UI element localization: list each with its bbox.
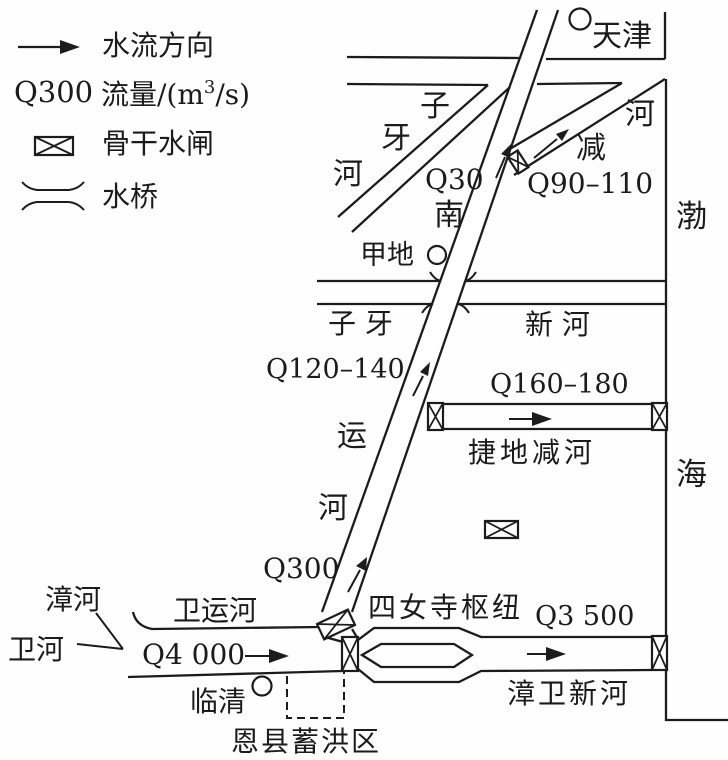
hai-river-and-coastline bbox=[346, 12, 728, 722]
flow-arrow-icon bbox=[495, 156, 506, 179]
sea-label-hai: 海 bbox=[676, 457, 707, 493]
flow-arrow-icon bbox=[556, 129, 569, 141]
nanyun-canal-channel bbox=[320, 9, 560, 613]
river-label-ziya-new-left: 子 牙 bbox=[328, 307, 393, 340]
aqueduct-bridge-icon bbox=[421, 271, 477, 314]
zhang-river-line bbox=[95, 612, 124, 650]
legend-flow-label: 水流方向 bbox=[102, 29, 214, 62]
river-label-weiyun: 卫运河 bbox=[173, 594, 257, 627]
sluice-gate-icon bbox=[340, 635, 360, 673]
jian-river-channel bbox=[505, 78, 666, 176]
city-marker-icon bbox=[251, 675, 273, 697]
flow-arrow-icon bbox=[412, 375, 424, 397]
jiedi-jian-river-channel bbox=[426, 401, 669, 432]
weiyun-canal-channel bbox=[76, 611, 343, 679]
flow-arrow-icon bbox=[420, 362, 430, 376]
river-label-ziya-3: 河 bbox=[333, 157, 363, 192]
sluice-gate-icon bbox=[483, 519, 520, 540]
river-label-nanyun-2: 运 bbox=[337, 419, 367, 454]
legend: 水流方向 Q300 流量/(m3/s) 骨干水闸 水桥 bbox=[14, 29, 250, 213]
sluice-gate-icon bbox=[650, 401, 669, 432]
flow-arrow-icon bbox=[356, 557, 367, 571]
place-label-jiadi: 甲地 bbox=[360, 240, 414, 271]
sluice-gate-icon bbox=[315, 608, 357, 641]
city-label-linqing: 临清 bbox=[190, 685, 246, 718]
wei-river-line bbox=[76, 643, 124, 650]
facility-label-sinvsi: 四女寺枢纽 bbox=[368, 591, 523, 624]
river-label-zhangwei-new: 漳卫新河 bbox=[507, 677, 631, 710]
legend-q-label: 流量/(m3/s) bbox=[101, 77, 250, 111]
sluice-gate-icon bbox=[505, 148, 531, 176]
river-label-wei: 卫河 bbox=[8, 633, 64, 666]
flow-label-q160-180: Q160–180 bbox=[490, 369, 629, 400]
nanyun-canal-body bbox=[322, 10, 558, 612]
flow-label-q90-110: Q90–110 bbox=[527, 167, 653, 200]
river-label-jian-1: 减 bbox=[576, 131, 606, 166]
river-label-nanyun-3: 河 bbox=[318, 491, 348, 526]
city-marker-icon bbox=[568, 7, 592, 31]
river-label-nanyun-1: 南 bbox=[434, 198, 464, 233]
river-label-ziya-1: 子 bbox=[420, 89, 450, 124]
enxian-flood-area-outline bbox=[286, 672, 345, 719]
sluice-gate-icon bbox=[33, 135, 75, 157]
flow-arrow-icon bbox=[533, 138, 558, 159]
water-bridge-icon bbox=[21, 181, 85, 211]
flow-arrow-icon bbox=[60, 40, 80, 54]
city-label-tianjin: 天津 bbox=[592, 19, 652, 54]
river-label-jiedi-jian: 捷地减河 bbox=[468, 436, 596, 469]
legend-gate-label: 骨干水闸 bbox=[102, 127, 214, 160]
city-marker-icon bbox=[426, 244, 448, 266]
river-label-jian-2: 河 bbox=[625, 97, 655, 132]
flow-arrow-icon bbox=[269, 649, 289, 663]
flow-arrow-icon bbox=[546, 647, 566, 661]
hub-island bbox=[359, 642, 475, 669]
facility-label-enxian: 恩县蓄洪区 bbox=[231, 725, 381, 758]
ziya-river-channel bbox=[337, 84, 511, 233]
legend-bridge-label: 水桥 bbox=[102, 180, 158, 213]
legend-q-symbol: Q300 bbox=[14, 75, 93, 109]
flow-arrow-icon bbox=[347, 569, 361, 593]
sea-label-bo: 渤 bbox=[676, 199, 707, 235]
flow-label-q300: Q300 bbox=[263, 552, 339, 585]
flow-arrow-icon bbox=[501, 144, 511, 158]
river-label-ziya-2: 牙 bbox=[381, 121, 411, 156]
sinvsi-hub-structure bbox=[315, 608, 669, 684]
flow-label-q3500: Q3 500 bbox=[535, 601, 634, 632]
sluice-gate-icon bbox=[426, 401, 445, 432]
river-label-ziya-new-right: 新 河 bbox=[525, 308, 590, 341]
river-label-zhang: 漳河 bbox=[45, 583, 101, 616]
ziya-new-river-channel bbox=[317, 279, 666, 306]
flow-arrow-icon bbox=[532, 412, 552, 426]
flow-label-q120-140: Q120–140 bbox=[266, 354, 405, 385]
sluice-gate-icon bbox=[650, 634, 669, 672]
flow-label-q30: Q30 bbox=[425, 163, 484, 196]
labels: 天津 渤 海 子 牙 河 Q30 南 运 河 减 河 Q90–110 甲地 子 … bbox=[8, 19, 707, 758]
flow-label-q4000: Q4 000 bbox=[142, 638, 245, 671]
